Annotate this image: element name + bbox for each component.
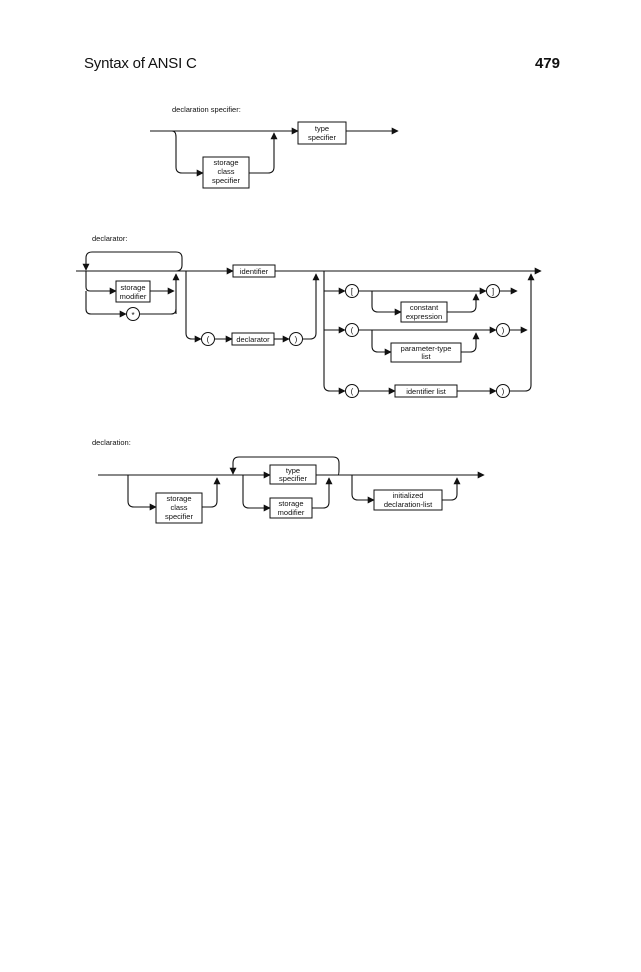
declarator-diagram: declarator: storage modifier * identifie… bbox=[76, 234, 542, 398]
declaration-specifier-diagram: declaration specifier: type specifier st… bbox=[150, 105, 399, 189]
branch-parameter-type-list bbox=[371, 330, 392, 356]
box-line: storage bbox=[120, 283, 145, 292]
storage-class-specifier-box: storage class specifier bbox=[202, 156, 250, 189]
svg-text:): ) bbox=[502, 387, 505, 396]
inner-declarator-box: declarator bbox=[231, 332, 275, 346]
rejoin-right bbox=[509, 273, 535, 392]
constant-expression-box: constant expression bbox=[400, 301, 448, 323]
svg-text:[: [ bbox=[351, 287, 354, 296]
branch-up bbox=[249, 132, 278, 174]
storage-modifier-box: storage modifier bbox=[115, 280, 151, 303]
svg-text:]: ] bbox=[492, 287, 494, 296]
diagram-title-declarator: declarator: bbox=[92, 234, 127, 243]
initialized-declaration-list-box: initialized declaration-list bbox=[373, 489, 443, 511]
svg-text:): ) bbox=[295, 335, 298, 344]
type-specifier-box: type specifier bbox=[297, 121, 347, 145]
rejoin-up bbox=[312, 477, 333, 509]
box-line: declaration-list bbox=[384, 500, 433, 509]
box-line: class bbox=[170, 503, 187, 512]
box-line: list bbox=[421, 352, 431, 361]
diagram-title-declaration-specifier: declaration specifier: bbox=[172, 105, 241, 114]
repeat-loop bbox=[229, 456, 340, 476]
svg-text:(: ( bbox=[351, 387, 354, 396]
repeat-loop bbox=[82, 251, 183, 272]
branch-storage-modifier bbox=[242, 475, 271, 512]
rejoin-up bbox=[202, 477, 221, 508]
branch-storage-class bbox=[127, 475, 157, 511]
identifier-box: identifier bbox=[232, 264, 276, 278]
storage-class-specifier-box: storage class specifier bbox=[155, 492, 203, 524]
box-line: type bbox=[286, 466, 300, 475]
box-line: expression bbox=[406, 312, 442, 321]
branch-storage-modifier bbox=[85, 271, 117, 295]
bracket-close-token: ] bbox=[486, 284, 500, 298]
paren-open-token-2: ( bbox=[345, 323, 359, 337]
box-line: constant bbox=[410, 303, 439, 312]
suffix-branch-vertical bbox=[323, 271, 346, 395]
rejoin-up bbox=[447, 293, 480, 313]
star-token: * bbox=[126, 307, 140, 321]
box-line: initialized bbox=[393, 491, 424, 500]
star-symbol: * bbox=[131, 311, 134, 320]
parameter-type-list-box: parameter-type list bbox=[390, 342, 462, 363]
svg-text:): ) bbox=[502, 326, 505, 335]
paren-close-token-3: ) bbox=[496, 384, 510, 398]
paren-open-token-3: ( bbox=[345, 384, 359, 398]
identifier-list-box: identifier list bbox=[394, 384, 458, 398]
svg-text:declarator: declarator bbox=[236, 335, 270, 344]
paren-open-token: ( bbox=[201, 332, 215, 346]
type-specifier-box: type specifier bbox=[269, 464, 317, 485]
box-line: parameter-type bbox=[401, 344, 452, 353]
box-line: storage bbox=[213, 158, 238, 167]
branch-star bbox=[85, 291, 127, 318]
bracket-open-token: [ bbox=[345, 284, 359, 298]
rejoin-up bbox=[461, 332, 480, 353]
branch-init-decl-list bbox=[351, 475, 375, 504]
star-out bbox=[139, 308, 177, 315]
declaration-diagram: declaration: storage class specifier typ… bbox=[92, 438, 485, 524]
svg-text:identifier list: identifier list bbox=[406, 387, 447, 396]
branch-paren-declarator bbox=[185, 271, 202, 343]
storage-modifier-box: storage modifier bbox=[269, 497, 313, 519]
box-line: modifier bbox=[120, 292, 147, 301]
rejoin-up bbox=[302, 273, 320, 340]
page-title: Syntax of ANSI C bbox=[84, 55, 197, 72]
box-line: identifier bbox=[240, 267, 269, 276]
diagram-title-declaration: declaration: bbox=[92, 438, 131, 447]
box-line: class bbox=[217, 167, 234, 176]
box-line: type bbox=[315, 124, 329, 133]
box-line: modifier bbox=[278, 508, 305, 517]
box-line: specifier bbox=[212, 176, 240, 185]
svg-text:(: ( bbox=[207, 335, 210, 344]
box-line: specifier bbox=[165, 512, 193, 521]
box-line: storage bbox=[278, 499, 303, 508]
branch-down bbox=[171, 130, 204, 177]
box-line: specifier bbox=[279, 474, 307, 483]
page-number: 479 bbox=[534, 55, 560, 72]
paren-close-token: ) bbox=[289, 332, 303, 346]
box-line: storage bbox=[166, 494, 191, 503]
rejoin-up bbox=[442, 477, 461, 501]
box-line: specifier bbox=[308, 133, 336, 142]
branch-constant-expression bbox=[371, 291, 402, 316]
svg-text:(: ( bbox=[351, 326, 354, 335]
paren-close-token-2: ) bbox=[496, 323, 510, 337]
page-header: Syntax of ANSI C 479 bbox=[0, 0, 641, 90]
